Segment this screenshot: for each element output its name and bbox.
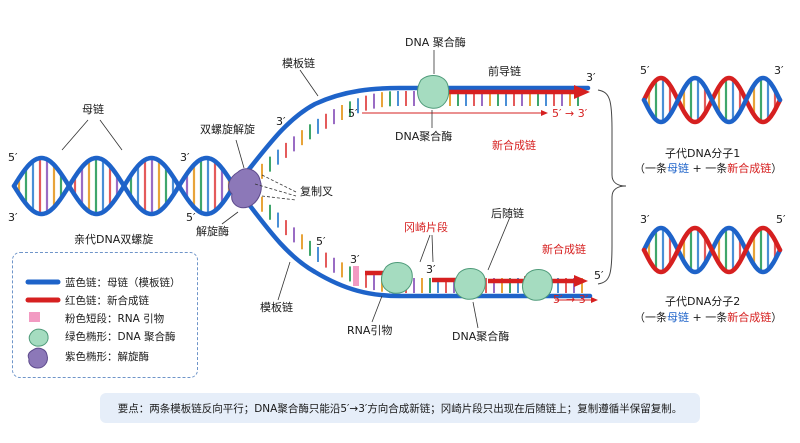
okazaki-label: 冈崎片段 bbox=[404, 221, 448, 234]
legend-item-pink: 粉色短段：RNA 引物 bbox=[65, 313, 165, 325]
dna-polymerase-top bbox=[417, 74, 450, 109]
daughter1-title: 子代DNA分子1 bbox=[665, 147, 741, 160]
parent-pointer-left bbox=[61, 119, 89, 151]
replication-fork-label: 复制叉 bbox=[300, 185, 333, 198]
d2-sub-new: 新合成链 bbox=[727, 311, 772, 324]
leading-strand-arrowhead bbox=[574, 85, 590, 99]
okazaki-pointer-2 bbox=[431, 234, 434, 263]
legend-item-red: 红色链：新合成链 bbox=[65, 295, 149, 307]
new-strand-top-label: 新合成链 bbox=[492, 139, 536, 152]
fork-pointer-3 bbox=[261, 195, 297, 201]
bottom-5prime-start: 5′ bbox=[316, 235, 326, 248]
direction-top-label: 5′ → 3′ bbox=[552, 107, 588, 120]
bottom-3prime-primer: 3′ bbox=[350, 253, 360, 266]
polymerase-pointer-bottom bbox=[472, 301, 479, 329]
direction-arrowhead-top bbox=[541, 110, 548, 116]
helix-strand-a bbox=[11, 155, 239, 217]
top-5prime-new: 5′ bbox=[348, 107, 358, 120]
helicase-pointer bbox=[221, 211, 239, 225]
daughter1-subtitle: （一条母链 + 一条新合成链） bbox=[634, 163, 782, 174]
parent-5prime-left: 5′ bbox=[8, 151, 18, 164]
parent-3prime-left: 3′ bbox=[8, 211, 18, 224]
parent-pointer-right bbox=[99, 119, 123, 151]
d2-sub-close: ） bbox=[771, 311, 783, 324]
parent-helix-label: 亲代DNA双螺旋 bbox=[74, 233, 154, 246]
template-top-label: 模板链 bbox=[282, 57, 315, 70]
bottom-template-strand bbox=[235, 187, 593, 299]
dna-polymerase-bottom-label: DNA聚合酶 bbox=[452, 330, 510, 343]
dna-polymerase-bottom-1 bbox=[381, 261, 413, 294]
d1-5prime: 5′ bbox=[640, 64, 650, 77]
legend-item-purple: 紫色椭形：解旋酶 bbox=[65, 351, 149, 363]
dna-polymerase-bottom-3 bbox=[521, 268, 553, 301]
helicase-label: 解旋酶 bbox=[196, 225, 229, 238]
top-3prime-start: 3′ bbox=[276, 115, 286, 128]
legend-item-blue: 蓝色链：母链（模板链） bbox=[65, 277, 181, 289]
d1-3prime: 3′ bbox=[774, 64, 784, 77]
legend-box: 蓝色链：母链（模板链） 红色链：新合成链 粉色短段：RNA 引物 绿色椭形：DN… bbox=[12, 252, 198, 378]
legend-pink-swatch bbox=[29, 312, 40, 322]
helicase-enzyme bbox=[228, 168, 262, 209]
daughter2-title: 子代DNA分子2 bbox=[665, 295, 741, 308]
d1-sub-parent: 母链 bbox=[667, 162, 689, 175]
lagging-strand-label: 后随链 bbox=[491, 207, 524, 220]
fork-pointer-1 bbox=[254, 183, 297, 197]
top-3prime-end: 3′ bbox=[586, 71, 596, 84]
legend-item-green: 绿色椭形：DNA 聚合酶 bbox=[65, 331, 176, 343]
new-strand-bottom-label: 新合成链 bbox=[542, 243, 586, 256]
bottom-3prime-okazaki: 3′ bbox=[426, 263, 436, 276]
dna-polymerase-top-label: DNA 聚合酶 bbox=[405, 36, 466, 49]
parent-helix-strands bbox=[11, 155, 239, 217]
lagging-arrowhead bbox=[574, 275, 588, 287]
daughter-bracket bbox=[597, 89, 627, 285]
leading-strand-label: 前导链 bbox=[488, 65, 521, 78]
d2-3prime: 3′ bbox=[640, 213, 650, 226]
daughter2-strands bbox=[641, 225, 783, 275]
d1-sub-close: ） bbox=[771, 162, 783, 175]
fork-pointer-2 bbox=[261, 174, 297, 193]
template-top-pointer bbox=[299, 69, 319, 97]
primer-pointer bbox=[371, 295, 383, 323]
helix-strand-a bbox=[641, 225, 783, 275]
d2-sub-open: （一条 bbox=[634, 311, 667, 324]
d1-sub-open: （一条 bbox=[634, 162, 667, 175]
key-points-note: 要点：两条模板链反向平行；DNA聚合酶只能沿5′→3′方向合成新链；冈崎片段只出… bbox=[100, 393, 700, 423]
parent-strand-label: 母链 bbox=[82, 103, 104, 116]
daughter1-base-pairs bbox=[647, 78, 777, 122]
helicase-unwind-label: 双螺旋解旋 bbox=[200, 123, 255, 136]
parent-5prime-right: 5′ bbox=[186, 211, 196, 224]
dna-polymerase-top-label-below: DNA聚合酶 bbox=[395, 130, 453, 143]
direction-bottom-label: 5′ → 3′ bbox=[553, 293, 589, 306]
template-bottom-label: 模板链 bbox=[260, 301, 293, 314]
rna-primer bbox=[353, 266, 359, 286]
d2-sub-parent: 母链 bbox=[667, 311, 689, 324]
d1-sub-plus: + 一条 bbox=[689, 162, 728, 175]
legend-purple-swatch bbox=[27, 347, 48, 369]
legend-green-swatch bbox=[28, 328, 49, 347]
top-fork-base-pairs bbox=[261, 91, 579, 179]
d1-sub-new: 新合成链 bbox=[727, 162, 772, 175]
template-bottom-pointer bbox=[277, 261, 291, 301]
direction-arrowhead-bottom bbox=[591, 297, 598, 303]
top-template-strand bbox=[235, 85, 591, 186]
parent-3prime-right: 3′ bbox=[180, 151, 190, 164]
lagging-pointer bbox=[487, 216, 511, 271]
helix-strand-a bbox=[641, 75, 783, 125]
rna-primer-label: RNA引物 bbox=[347, 324, 393, 337]
unwind-pointer bbox=[235, 139, 245, 169]
bottom-5prime-end: 5′ bbox=[594, 269, 604, 282]
daughter2-subtitle: （一条母链 + 一条新合成链） bbox=[634, 312, 782, 323]
daughter2-base-pairs bbox=[647, 228, 777, 272]
d2-5prime: 5′ bbox=[776, 213, 786, 226]
dna-polymerase-bottom-2 bbox=[454, 267, 486, 300]
daughter1-strands bbox=[641, 75, 783, 125]
okazaki-pointer-1 bbox=[419, 234, 431, 263]
d2-sub-plus: + 一条 bbox=[689, 311, 728, 324]
